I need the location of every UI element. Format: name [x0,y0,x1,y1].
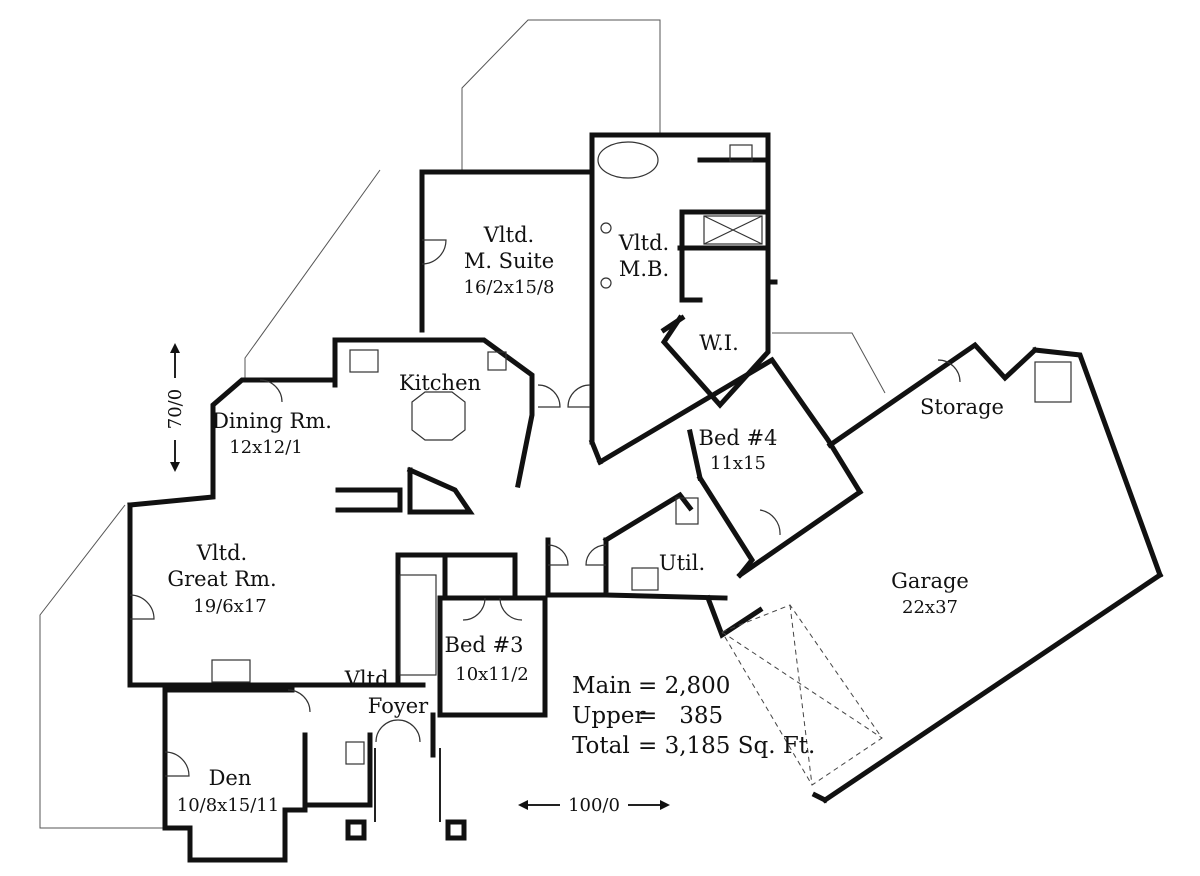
garage-label: Garage [891,569,969,593]
kitchen-label: Kitchen [399,371,481,395]
width-dimension: 100/0 [568,795,620,816]
room-labels: Vltd. M. Suite 16/2x15/8 Vltd. M.B. W.I.… [167,223,1004,816]
total-area-label: Total [572,733,630,759]
total-area-value: = 3,185 Sq. Ft. [638,733,815,759]
storage-label: Storage [920,395,1004,419]
master-suite-label-1: Vltd. [483,223,534,247]
main-area-label: Main [572,673,632,699]
great-room-label-2: Great Rm. [167,567,276,591]
dimension-depth: 70/0 [165,343,186,472]
garage-overhead [721,604,883,786]
garage-dimension: 22x37 [902,597,958,618]
area-summary: Main = 2,800 Upper = 385 Total = 3,185 S… [572,673,815,759]
decks [39,19,886,829]
bed-3-label: Bed #3 [445,633,524,657]
bed-4-dimension: 11x15 [710,453,766,474]
upper-area-label: Upper [572,703,645,729]
great-room-dimension: 19/6x17 [193,596,266,617]
walk-in-label: W.I. [699,331,739,355]
great-room-label-1: Vltd. [196,541,247,565]
foyer-label-1: Vltd. [344,667,395,691]
fixtures [211,141,1072,765]
walls [127,132,1164,863]
den-label: Den [209,766,252,790]
bed-3-dimension: 10x11/2 [455,664,528,685]
master-suite-dimension: 16/2x15/8 [464,277,555,298]
master-suite-label-2: M. Suite [464,249,554,273]
master-bath-label-1: Vltd. [618,231,669,255]
dining-room-label: Dining Rm. [212,409,332,433]
main-area-value: = 2,800 [638,673,730,699]
foyer-label-2: Foyer [368,694,429,718]
utility-label: Util. [659,551,705,575]
den-dimension: 10/8x15/11 [177,795,279,816]
dimension-width: 100/0 [518,795,670,816]
master-bath-label-2: M.B. [619,257,669,281]
doors [129,239,961,777]
bed-4-label: Bed #4 [699,426,778,450]
upper-area-value: = 385 [638,703,723,729]
depth-dimension: 70/0 [165,389,186,429]
dining-room-dimension: 12x12/1 [229,437,302,458]
